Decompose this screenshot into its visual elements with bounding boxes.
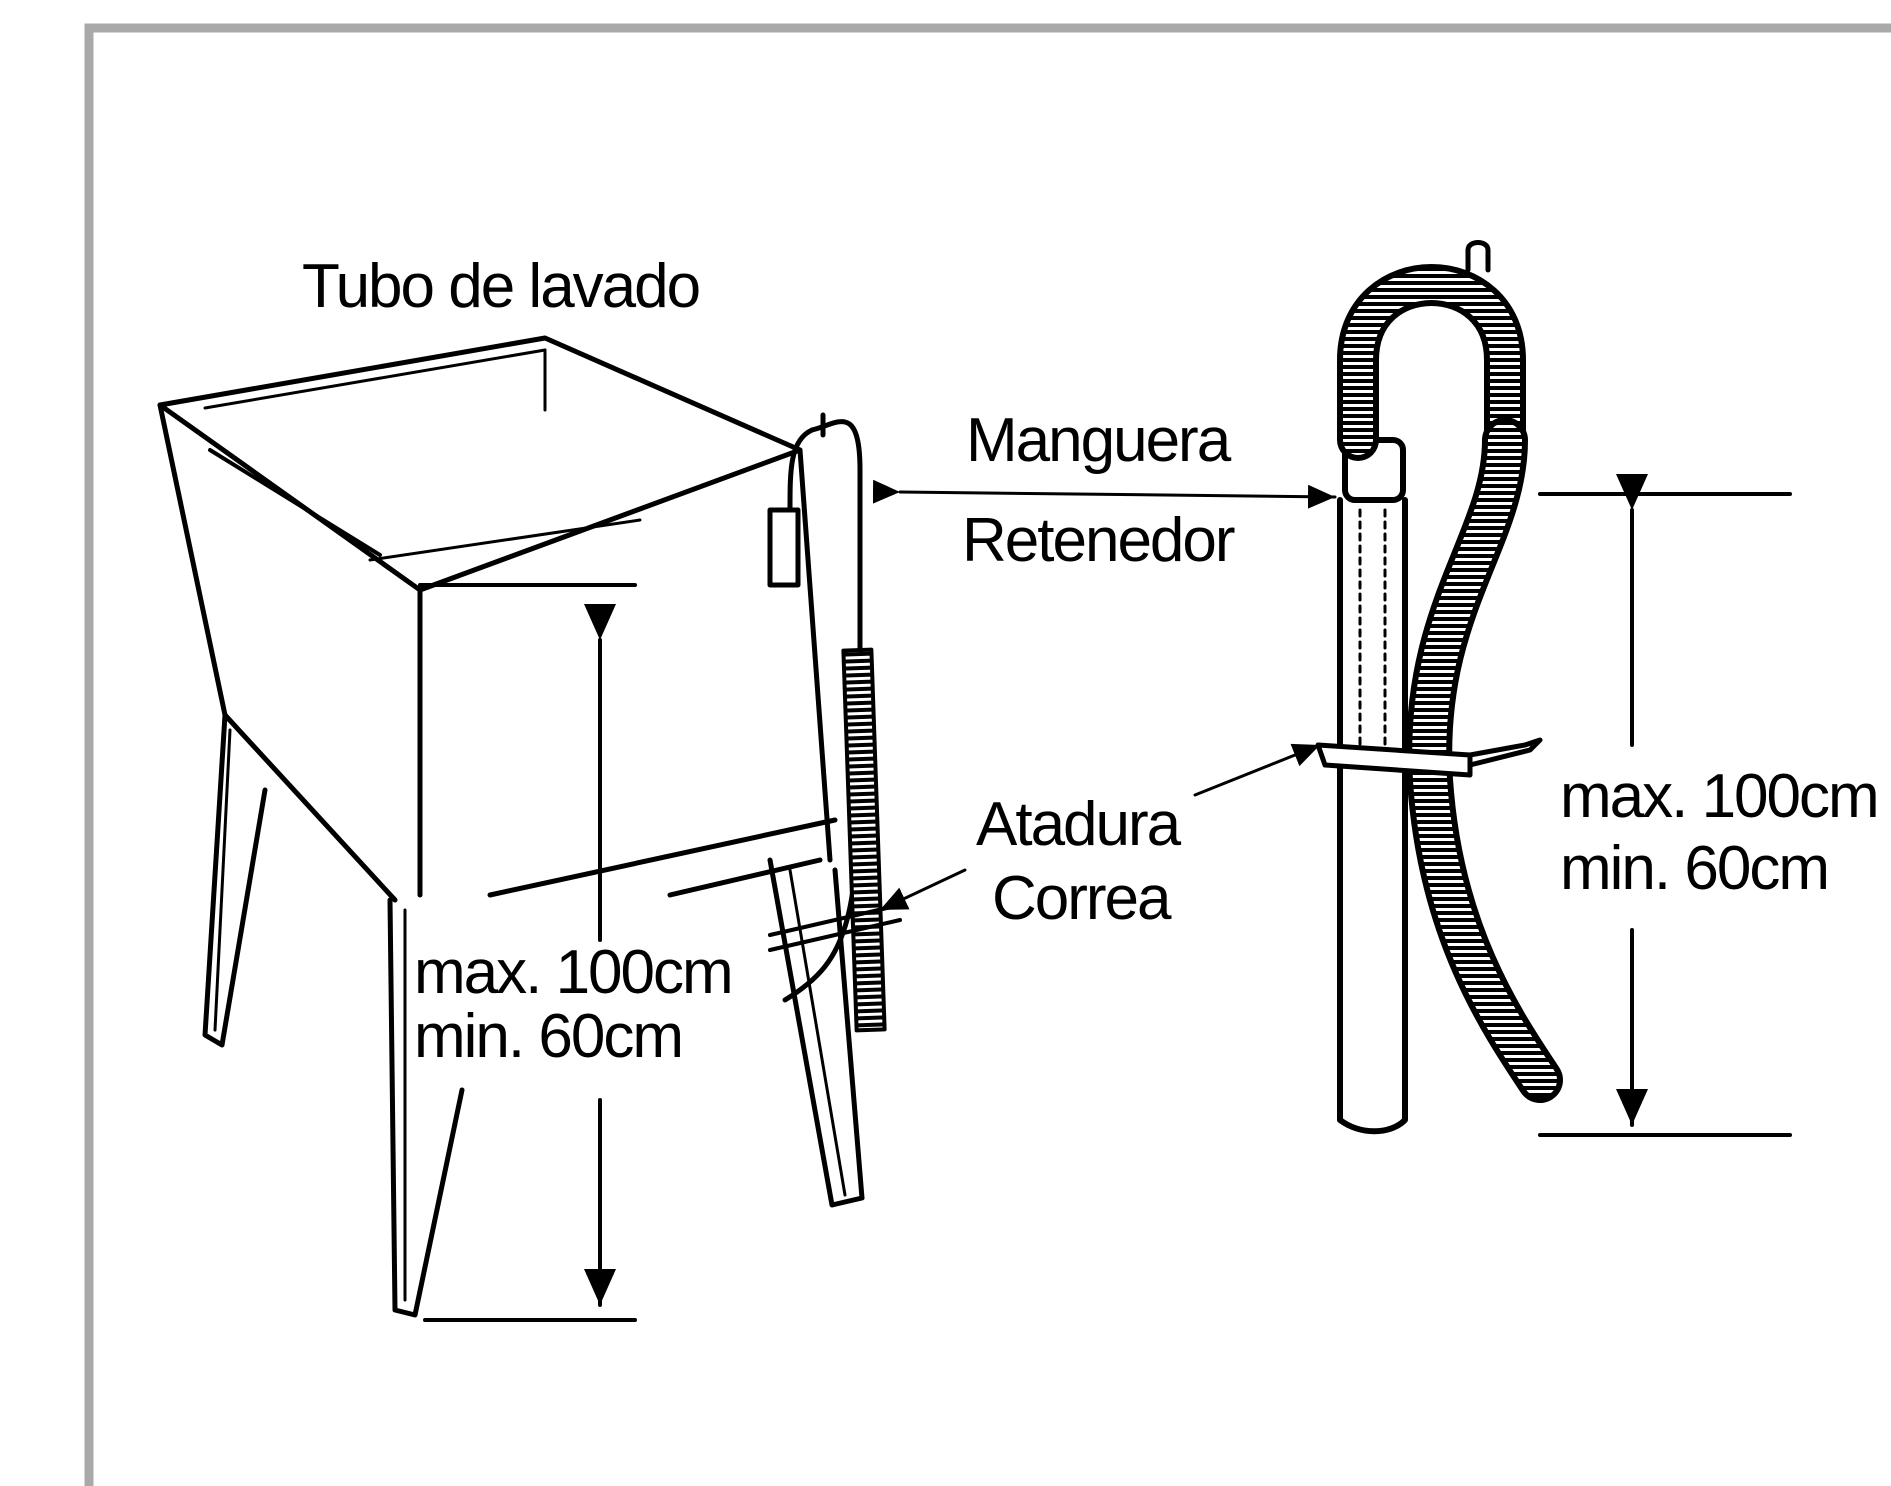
tub-label: Tubo de lavado [302,252,701,321]
left-height-dimension [418,583,637,1322]
right-min-height: min. 60cm [1560,834,1830,903]
right-strap [1315,737,1543,778]
standpipe [1337,437,1408,1135]
left-max-height: max. 100cm [414,938,734,1007]
left-hose-hook [767,412,902,1033]
leader-lines [872,479,1337,912]
right-height-dimension [1538,474,1792,1137]
right-max-height: max. 100cm [1560,762,1880,831]
tie-label: Atadura [976,790,1181,859]
hose-label: Manguera [966,406,1231,475]
frame-border [84,23,1891,1486]
retainer-label: Retenedor [962,506,1236,575]
wash-tub [157,335,865,1318]
strap-label: Correa [992,864,1172,933]
left-min-height: min. 60cm [414,1002,684,1071]
right-drain-hose [1337,240,1563,1103]
